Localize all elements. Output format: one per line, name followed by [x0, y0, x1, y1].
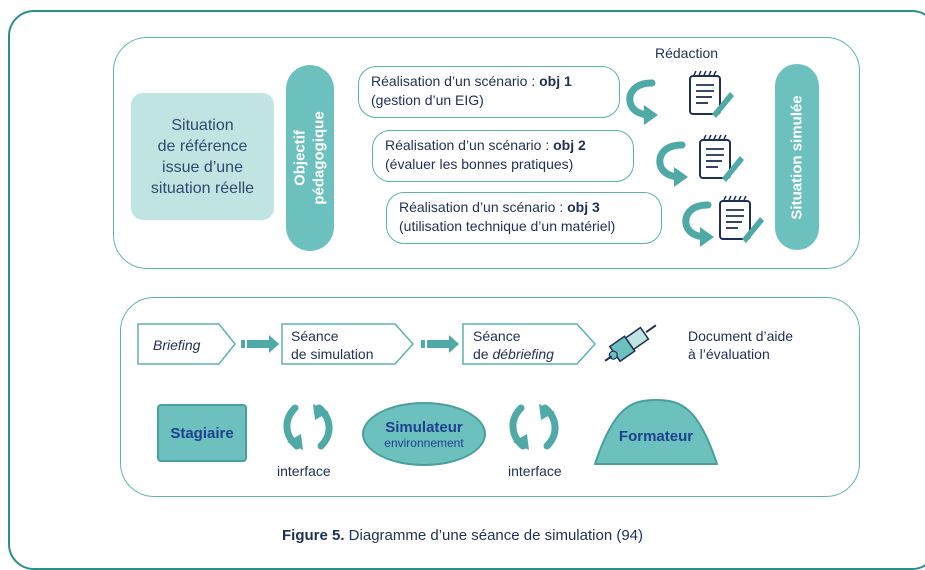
undo-arrow-icon [660, 145, 688, 187]
redaction-label: Rédaction [655, 45, 719, 61]
scenario-box-1: Réalisation d’un scénario : obj 1 (gesti… [358, 66, 620, 118]
seance-simulation-label: Séance de simulation [291, 327, 374, 363]
cycle-arrows-icon [283, 404, 333, 450]
seance-debriefing-line-2b: débriefing [492, 346, 554, 362]
situation-simulee-pill: Situation simulée [775, 64, 819, 250]
environnement-label: environnement [384, 435, 464, 450]
arrow-right-icon [421, 335, 459, 353]
scenario-3-prefix: Réalisation d’un scénario : [399, 199, 568, 215]
arrow-right-icon [241, 335, 279, 353]
redaction-icons [620, 70, 765, 260]
reference-line-4: situation réelle [150, 179, 255, 197]
reference-line-1: Situation [171, 116, 234, 134]
undo-arrow-icon [686, 205, 714, 247]
scenario-1-detail: (gestion d’un EIG) [371, 92, 484, 108]
interface-label-left: interface [277, 463, 331, 479]
formateur-shape [594, 398, 718, 465]
briefing-label: Briefing [153, 337, 201, 353]
document-aide-line-1: Document d’aide [688, 328, 794, 344]
objectif-line-2: pédagogique [311, 111, 328, 205]
reference-situation-box: Situation de référence issue d’une situa… [131, 93, 274, 220]
scenario-3-obj: obj 3 [567, 199, 600, 215]
seance-simulation-line-2: de simulation [291, 346, 374, 362]
caption-text: Diagramme d’une séance de simulation (94… [344, 527, 643, 544]
stagiaire-label: Stagiaire [170, 424, 234, 442]
document-aide-line-2: à l’évaluation [688, 346, 770, 362]
flow-shapes [137, 323, 597, 365]
seance-debriefing-line-2a: de [473, 346, 493, 362]
reference-line-2: de référence [157, 137, 248, 155]
stagiaire-box: Stagiaire [157, 404, 247, 462]
scenario-3-detail: (utilisation technique d’un matériel) [399, 218, 616, 234]
scenario-2-detail: (évaluer les bonnes pratiques) [385, 156, 574, 172]
situation-simulee-label: Situation simulée [788, 94, 806, 220]
caption-label: Figure 5. [282, 527, 345, 544]
document-pen-icon [689, 70, 735, 119]
document-aide-label: Document d’aide à l’évaluation [688, 327, 793, 363]
reference-line-3: issue d’une [162, 158, 243, 176]
simulateur-label: Simulateur [385, 418, 463, 436]
undo-arrow-icon [630, 83, 658, 125]
seance-debriefing-label: Séance de débriefing [473, 327, 554, 363]
seance-simulation-line-1: Séance [291, 328, 339, 344]
puzzle-icon [604, 324, 657, 363]
scenario-2-prefix: Réalisation d’un scénario : [385, 137, 554, 153]
seance-debriefing-line-1: Séance [473, 328, 521, 344]
scenario-box-2: Réalisation d’un scénario : obj 2 (évalu… [372, 130, 634, 182]
document-pen-icon [699, 134, 745, 183]
figure-caption: Figure 5. Diagramme d’une séance de simu… [0, 527, 925, 544]
scenario-1-prefix: Réalisation d’un scénario : [371, 73, 540, 89]
interface-label-right: interface [508, 463, 562, 479]
objectif-line-1: Objectif [292, 130, 309, 186]
cycle-arrows-icon [509, 404, 559, 450]
scenario-1-obj: obj 1 [539, 73, 572, 89]
formateur-label: Formateur [618, 428, 694, 445]
objectif-pedagogique-pill: Objectif pédagogique [286, 65, 334, 251]
document-pen-icon [719, 195, 765, 244]
scenario-2-obj: obj 2 [553, 137, 586, 153]
simulateur-ellipse: Simulateur environnement [362, 402, 486, 466]
scenario-box-3: Réalisation d’un scénario : obj 3 (utili… [386, 192, 662, 244]
